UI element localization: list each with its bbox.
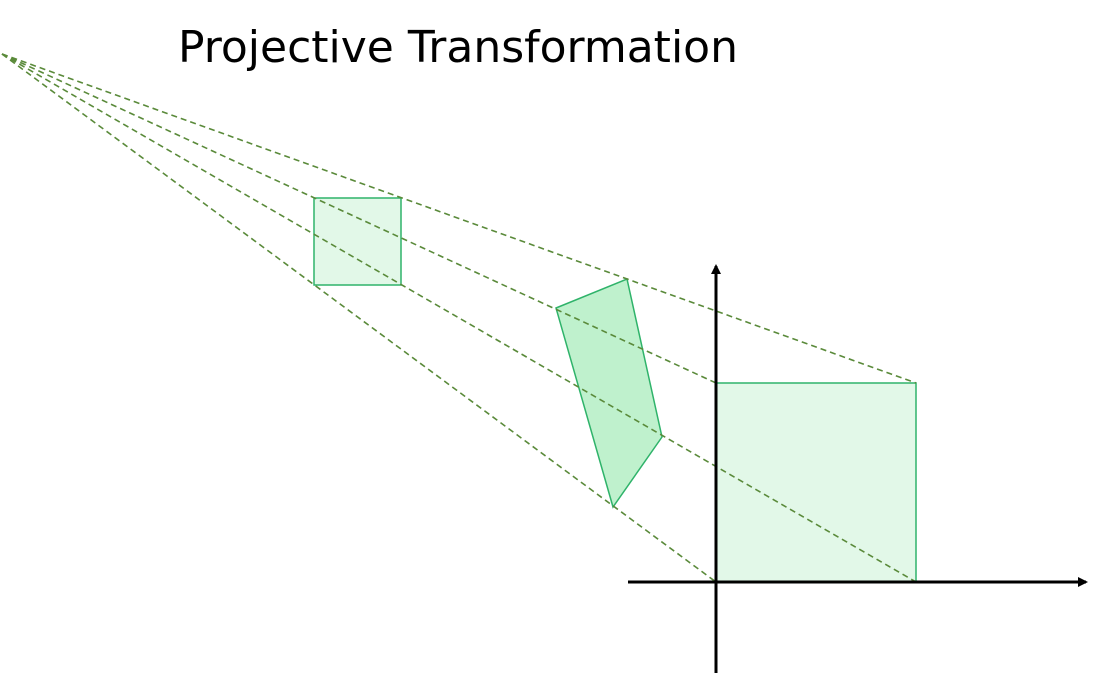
projection-ray xyxy=(1,53,717,384)
projection-ray xyxy=(1,53,717,583)
projection-rays xyxy=(1,53,917,583)
projected-quadrilateral xyxy=(555,277,663,509)
target-square xyxy=(715,382,917,583)
projection-ray xyxy=(1,53,917,583)
source-square xyxy=(313,197,402,286)
page-title: Projective Transformation xyxy=(178,22,738,73)
projection-ray xyxy=(1,53,917,384)
